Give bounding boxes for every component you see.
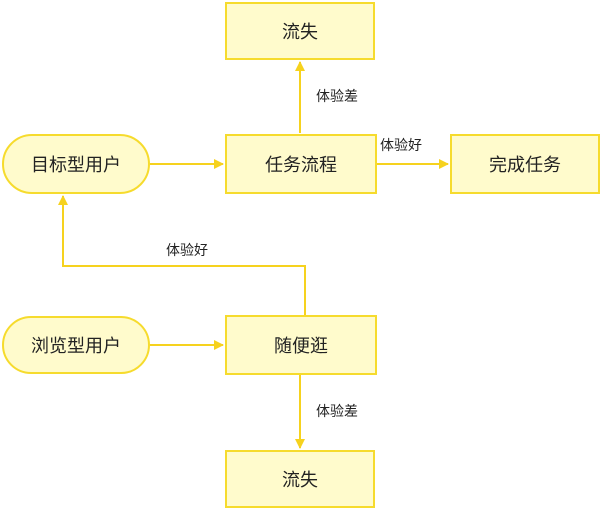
arrow-casual-to-target	[58, 195, 306, 315]
edge-label-task-to-churn: 体验差	[316, 89, 358, 105]
node-browse-user: 浏览型用户	[2, 316, 150, 374]
edge-label-browse-to-target: 体验好	[166, 243, 208, 259]
node-casual-browse: 随便逛	[225, 315, 377, 375]
node-churn-bottom: 流失	[225, 450, 375, 508]
node-task-flow: 任务流程	[225, 134, 377, 194]
node-complete-task: 完成任务	[450, 134, 600, 194]
edge-label-task-to-complete: 体验好	[380, 138, 422, 154]
node-target-user: 目标型用户	[2, 134, 150, 194]
node-churn-top: 流失	[225, 2, 375, 60]
edge-label-casual-to-churn: 体验差	[316, 404, 358, 420]
